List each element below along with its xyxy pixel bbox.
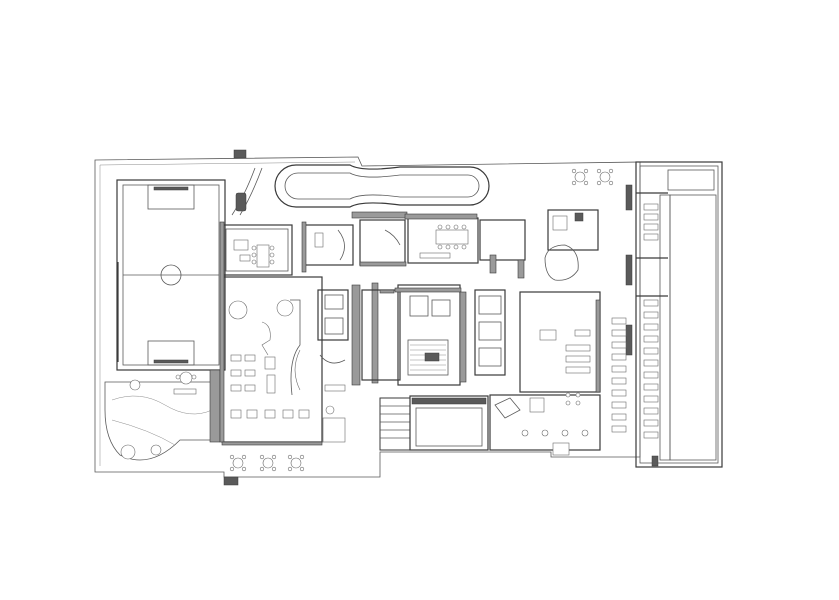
sun-loungers — [611, 203, 659, 439]
pool-steps — [380, 405, 410, 439]
dining-tables — [230, 354, 310, 419]
landscape-garden — [104, 149, 247, 486]
structural-walls — [219, 221, 525, 446]
indoor-pool — [379, 395, 489, 451]
terrace-tables — [229, 454, 305, 472]
building-left-wing — [221, 224, 346, 472]
running-track — [274, 164, 490, 208]
pool-deck — [611, 161, 723, 468]
building-center — [304, 211, 526, 415]
sports-field — [116, 179, 226, 371]
fitness-area — [489, 209, 601, 456]
parking-ramp — [231, 167, 263, 216]
site-boundary — [94, 156, 641, 478]
rooftop-patio — [571, 168, 633, 356]
